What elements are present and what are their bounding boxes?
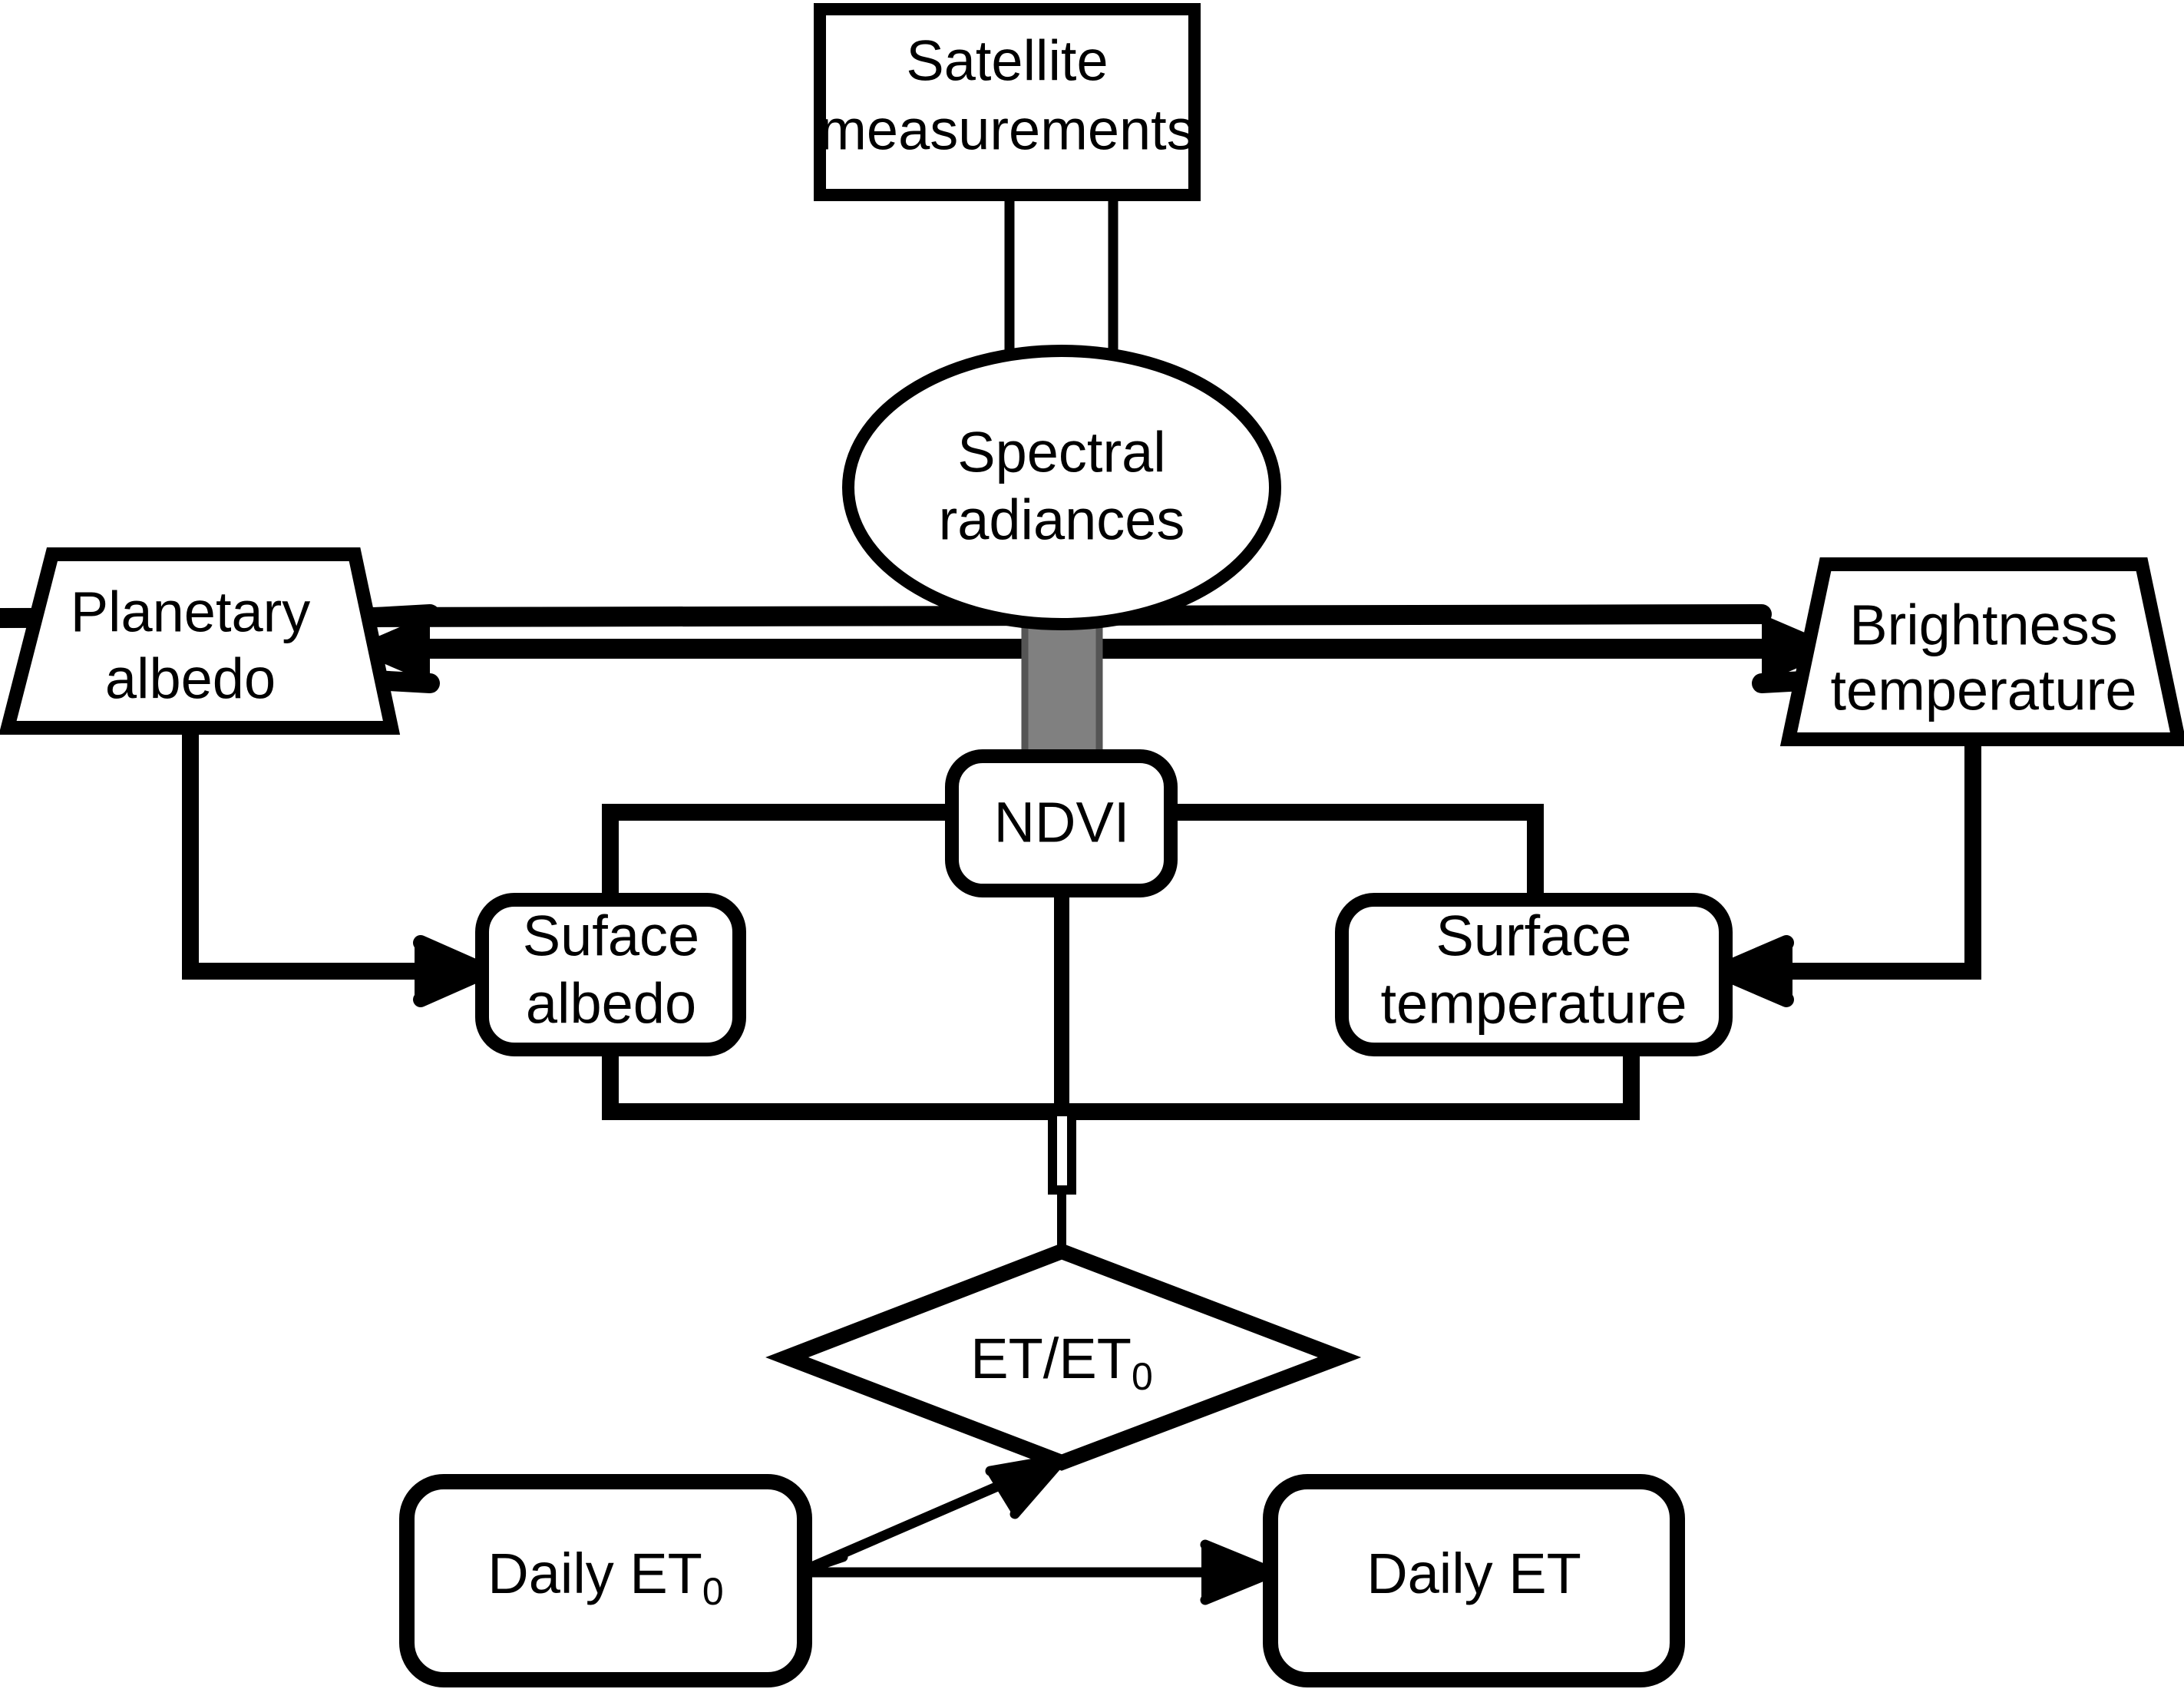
- node-satellite-measurements[interactable]: Satellite measurements: [814, 3, 1201, 201]
- edge-bottom-bus: [602, 1044, 1640, 1120]
- daily-et-label: Daily ET: [1366, 1542, 1581, 1605]
- node-ndvi[interactable]: NDVI: [945, 749, 1178, 897]
- et-ratio-label-main: ET/ET: [970, 1327, 1132, 1390]
- node-spectral-radiances[interactable]: Spectral radiances: [842, 345, 1281, 630]
- daily-et0-label-main: Daily ET: [487, 1542, 702, 1605]
- surface-albedo-label-line1: Suface: [523, 904, 699, 968]
- edge-brightness-temperature-to-surface-temperature: [1718, 741, 1981, 1007]
- edge-daily-et0-to-daily-et: [805, 1539, 1274, 1605]
- daily-et0-label: Daily ET0: [487, 1542, 723, 1614]
- satellite-measurements-label-line2: measurements: [819, 98, 1194, 162]
- et-ratio-label-sub: 0: [1132, 1355, 1153, 1398]
- surface-temperature-label-line2: temperature: [1381, 972, 1687, 1036]
- edge-planetary-albedo-to-surface-albedo: [182, 729, 487, 1007]
- surface-albedo-label-line2: albedo: [526, 972, 696, 1036]
- edge-ndvi-down-to-et-ratio: [1048, 891, 1076, 1251]
- brightness-temperature-label-line2: temperature: [1831, 659, 2137, 722]
- spectral-radiances-label-line1: Spectral: [957, 421, 1165, 484]
- node-surface-albedo[interactable]: Suface albedo: [475, 893, 746, 1056]
- node-surface-temperature[interactable]: Surface temperature: [1335, 893, 1733, 1056]
- daily-et-label-main: Daily ET: [1366, 1542, 1581, 1605]
- et-ratio-label: ET/ET0: [970, 1327, 1153, 1399]
- surface-temperature-label-line1: Surface: [1436, 904, 1631, 968]
- node-planetary-albedo[interactable]: Planetary albedo: [0, 547, 401, 735]
- node-brightness-temperature[interactable]: Brightness temperature: [1779, 557, 2184, 746]
- edge-ndvi-to-surface-albedo: [602, 804, 952, 902]
- brightness-temperature-label-line1: Brightness: [1849, 593, 2118, 657]
- planetary-albedo-label-line2: albedo: [105, 647, 276, 711]
- satellite-measurements-label-line1: Satellite: [906, 29, 1108, 93]
- node-daily-et0[interactable]: Daily ET0: [399, 1474, 812, 1687]
- planetary-albedo-label-line1: Planetary: [71, 580, 311, 644]
- node-et-ratio[interactable]: ET/ET0: [765, 1243, 1362, 1471]
- ndvi-label: NDVI: [994, 791, 1130, 854]
- edge-ndvi-to-surface-temperature: [1171, 804, 1544, 902]
- node-daily-et[interactable]: Daily ET: [1263, 1474, 1685, 1687]
- edge-daily-et0-to-et-ratio: [789, 1453, 1066, 1575]
- spectral-radiances-label-line2: radiances: [939, 488, 1185, 552]
- daily-et0-label-sub: 0: [702, 1570, 724, 1613]
